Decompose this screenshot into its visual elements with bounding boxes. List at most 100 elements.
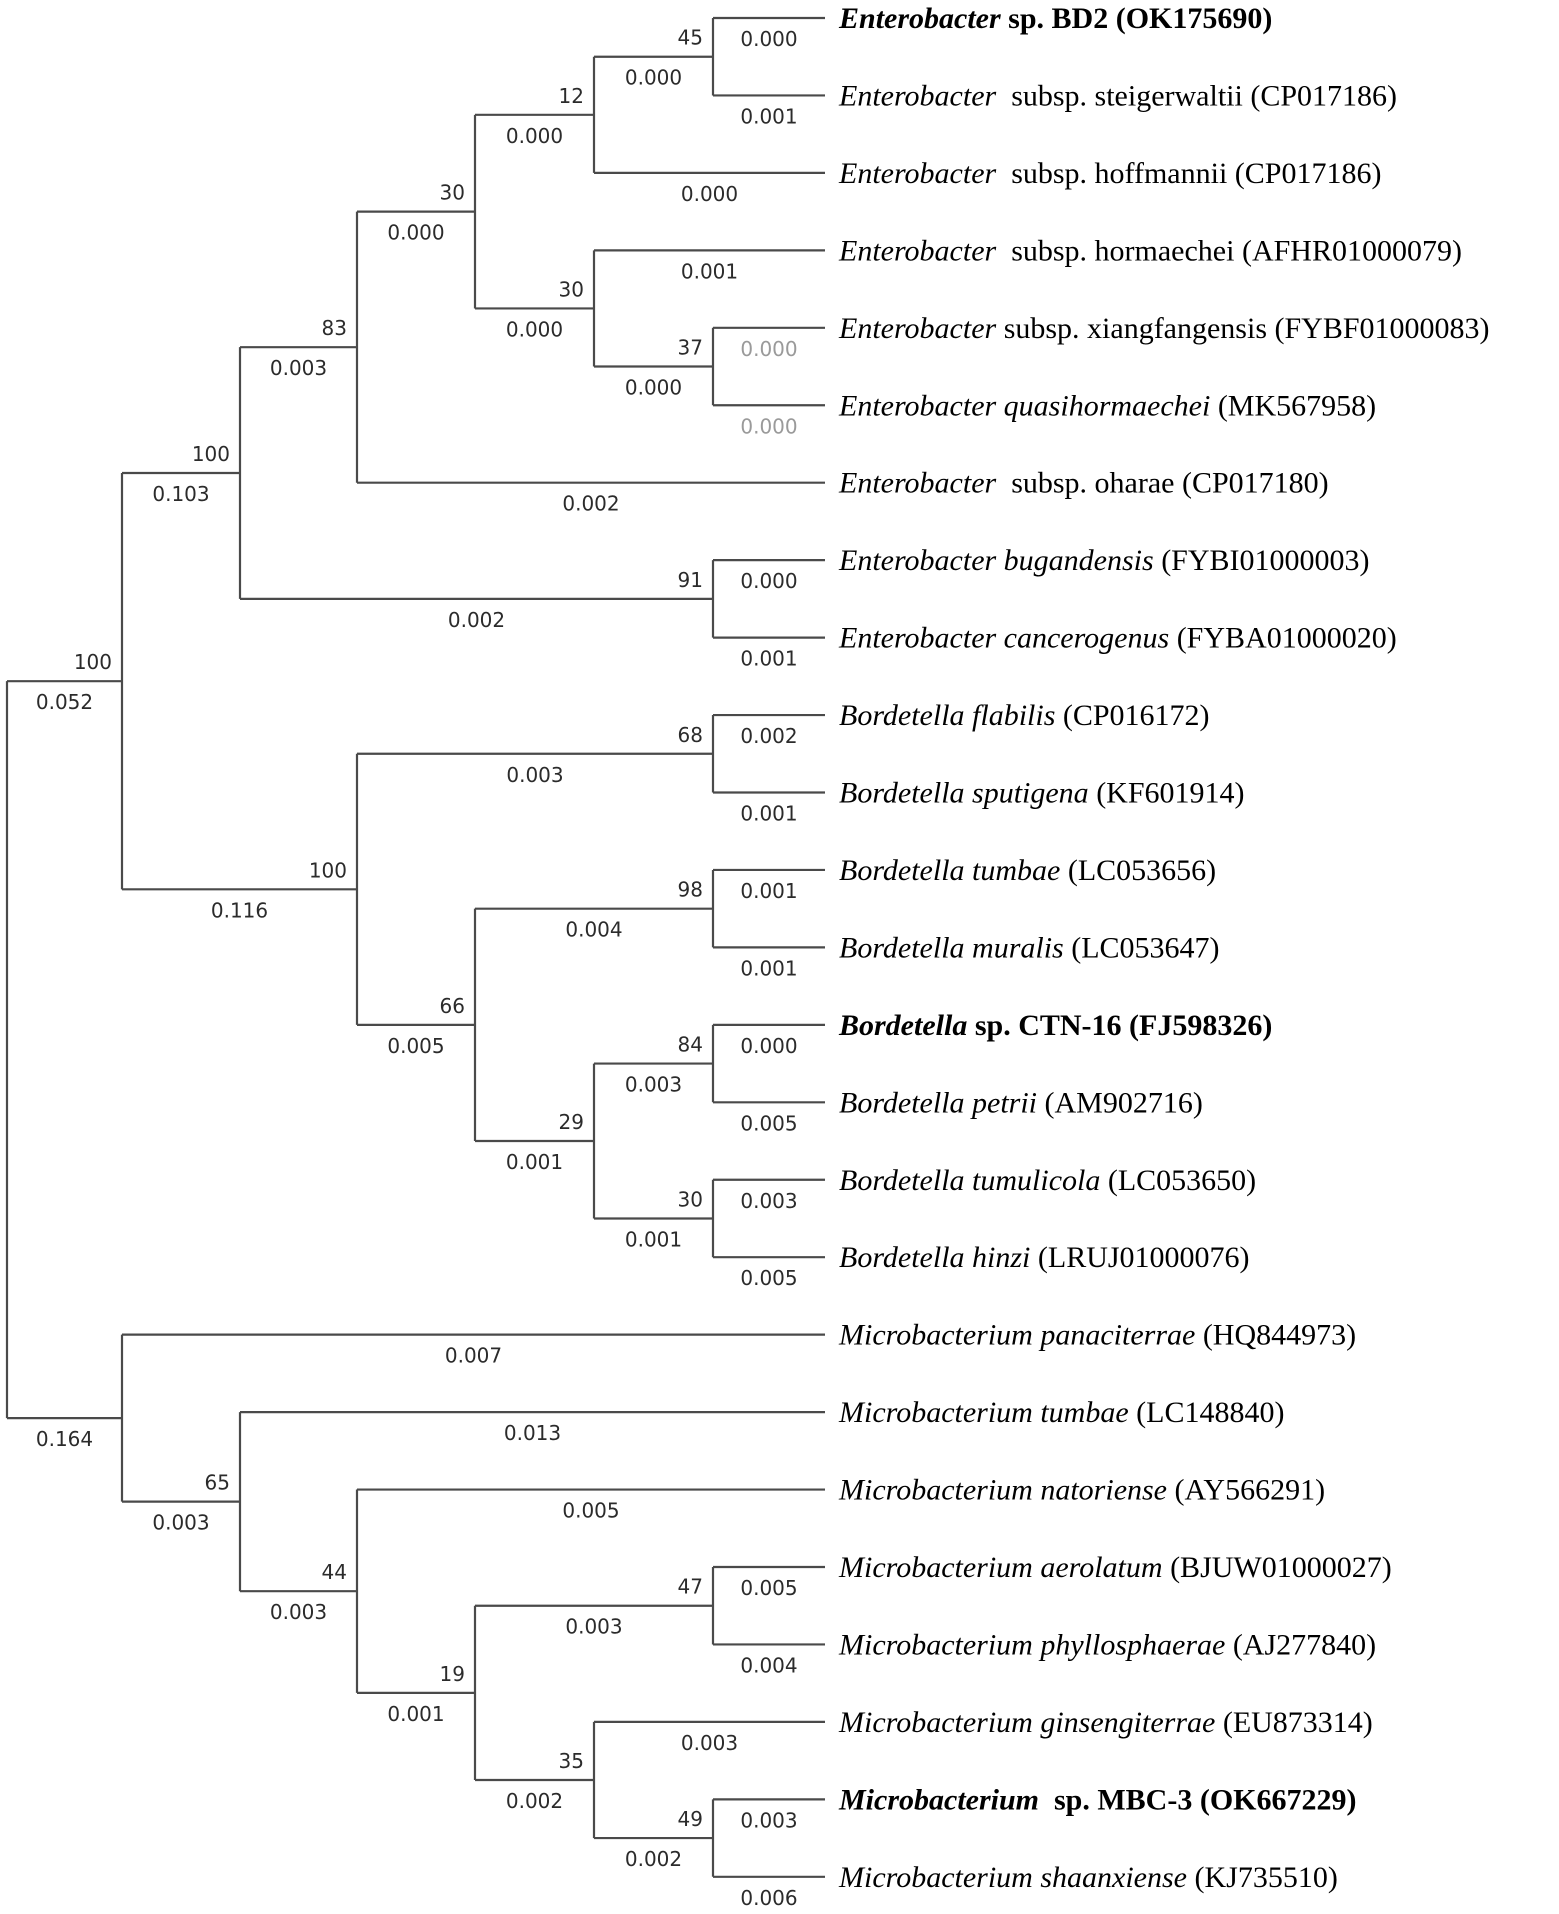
taxon-accession: (KJ735510) bbox=[1187, 1861, 1338, 1894]
branch-length-label: 0.003 bbox=[740, 1808, 797, 1832]
taxon-accession: subsp. oharae (CP017180) bbox=[996, 467, 1328, 500]
taxon-label-bordetella-sp-ctn-16-fj598326: Bordetella sp. CTN-16 (FJ598326) bbox=[838, 1009, 1272, 1042]
branch-length-label: 0.001 bbox=[740, 956, 797, 980]
taxon-label-microbacterium-aerolatum-bjuw01000027: Microbacterium aerolatum (BJUW01000027) bbox=[838, 1551, 1392, 1584]
bootstrap-label: 37 bbox=[678, 336, 703, 360]
taxon-accession: (MK567958) bbox=[1210, 389, 1376, 422]
taxon-genus: Enterobacter bbox=[838, 157, 997, 190]
taxon-genus: Bordetella petrii bbox=[839, 1086, 1037, 1119]
taxon-label-enterobacter-sp-bd2-ok175690: Enterobacter sp. BD2 (OK175690) bbox=[838, 2, 1272, 35]
branch-length-label: 0.001 bbox=[387, 1702, 444, 1726]
branch-length-label: 0.001 bbox=[740, 104, 797, 128]
taxon-accession: (BJUW01000027) bbox=[1163, 1551, 1392, 1584]
branch-length-label: 0.000 bbox=[740, 414, 797, 438]
branch-length-label: 0.103 bbox=[152, 482, 209, 506]
taxon-label-bordetella-flabilis-cp016172: Bordetella flabilis (CP016172) bbox=[839, 699, 1210, 732]
taxon-label-bordetella-hinzi-lruj01000076: Bordetella hinzi (LRUJ01000076) bbox=[839, 1241, 1250, 1274]
branch-length-label: 0.007 bbox=[445, 1344, 502, 1368]
taxon-genus: Microbacterium shaanxiense bbox=[838, 1861, 1187, 1894]
branch-length-label: 0.003 bbox=[625, 1073, 682, 1097]
taxon-genus: Enterobacter bbox=[838, 79, 997, 112]
taxon-accession: subsp. xiangfangensis (FYBF01000083) bbox=[996, 312, 1489, 345]
branch-length-label: 0.000 bbox=[740, 337, 797, 361]
branch-length-label: 0.000 bbox=[625, 376, 682, 400]
bootstrap-label: 65 bbox=[205, 1471, 230, 1495]
branch-length-label: 0.000 bbox=[387, 221, 444, 245]
bootstrap-label: 100 bbox=[74, 650, 112, 674]
taxon-label-enterobacter-subsp-oharae-cp017180: Enterobacter subsp. oharae (CP017180) bbox=[838, 467, 1329, 500]
branch-length-label: 0.003 bbox=[681, 1731, 738, 1755]
bootstrap-label: 47 bbox=[678, 1575, 703, 1599]
taxon-genus: Microbacterium ginsengiterrae bbox=[838, 1706, 1215, 1739]
bootstrap-label: 30 bbox=[440, 181, 465, 205]
taxon-label-bordetella-muralis-lc053647: Bordetella muralis (LC053647) bbox=[839, 931, 1220, 964]
taxon-genus: Microbacterium aerolatum bbox=[838, 1551, 1163, 1584]
branch-length-label: 0.002 bbox=[562, 492, 619, 516]
branch-length-label: 0.002 bbox=[625, 1847, 682, 1871]
bootstrap-label: 98 bbox=[678, 878, 703, 902]
taxon-accession: subsp. hoffmannii (CP017186) bbox=[996, 157, 1381, 190]
branch-length-label: 0.001 bbox=[740, 647, 797, 671]
branch-length-label: 0.005 bbox=[740, 1576, 797, 1600]
branch-length-label: 0.001 bbox=[740, 802, 797, 826]
bootstrap-label: 30 bbox=[559, 277, 584, 301]
taxon-label-enterobacter-subsp-hormaechei-afhr01000079: Enterobacter subsp. hormaechei (AFHR0100… bbox=[838, 234, 1462, 267]
branch-length-label: 0.004 bbox=[740, 1653, 797, 1677]
taxon-label-microbacterium-panaciterrae-hq844973: Microbacterium panaciterrae (HQ844973) bbox=[838, 1319, 1356, 1352]
taxon-accession: (LC148840) bbox=[1129, 1396, 1285, 1429]
bootstrap-label: 66 bbox=[440, 994, 465, 1018]
branch-length-label: 0.003 bbox=[506, 763, 563, 787]
branch-length-label: 0.000 bbox=[740, 1034, 797, 1058]
taxon-label-enterobacter-subsp-steigerwaltii-cp017186: Enterobacter subsp. steigerwaltii (CP017… bbox=[838, 79, 1397, 112]
taxon-accession: (LC053647) bbox=[1064, 931, 1220, 964]
taxon-accession: (AJ277840) bbox=[1225, 1628, 1376, 1661]
branch-length-label: 0.164 bbox=[36, 1427, 93, 1451]
taxon-label-microbacterium-phyllosphaerae-aj277840: Microbacterium phyllosphaerae (AJ277840) bbox=[838, 1628, 1376, 1661]
taxon-accession: (LRUJ01000076) bbox=[1030, 1241, 1249, 1274]
taxon-label-bordetella-sputigena-kf601914: Bordetella sputigena (KF601914) bbox=[839, 777, 1245, 810]
branch-length-label: 0.001 bbox=[506, 1150, 563, 1174]
taxon-label-microbacterium-natoriense-ay566291: Microbacterium natoriense (AY566291) bbox=[838, 1474, 1325, 1507]
bootstrap-label: 12 bbox=[559, 84, 584, 108]
taxon-accession: subsp. steigerwaltii (CP017186) bbox=[996, 79, 1397, 112]
taxon-genus: Microbacterium natoriense bbox=[838, 1474, 1167, 1507]
bootstrap-label: 83 bbox=[322, 316, 347, 340]
taxon-genus: Enterobacter bbox=[838, 2, 1001, 35]
branch-length-label: 0.004 bbox=[565, 918, 622, 942]
taxon-label-enterobacter-subsp-hoffmannii-cp017186: Enterobacter subsp. hoffmannii (CP017186… bbox=[838, 157, 1381, 190]
taxon-genus: Enterobacter cancerogenus bbox=[838, 622, 1169, 655]
taxon-genus: Bordetella muralis bbox=[839, 931, 1064, 964]
taxon-genus: Bordetella tumulicola bbox=[839, 1164, 1100, 1197]
taxon-label-microbacterium-ginsengiterrae-eu873314: Microbacterium ginsengiterrae (EU873314) bbox=[838, 1706, 1373, 1739]
taxon-genus: Enterobacter bugandensis bbox=[838, 544, 1154, 577]
taxon-label-enterobacter-cancerogenus-fyba01000020: Enterobacter cancerogenus (FYBA01000020) bbox=[838, 622, 1397, 655]
branch-length-label: 0.003 bbox=[565, 1615, 622, 1639]
taxon-accession: (FYBA01000020) bbox=[1169, 622, 1397, 655]
bootstrap-label: 84 bbox=[678, 1033, 703, 1057]
bootstrap-label: 91 bbox=[678, 568, 703, 592]
taxon-genus: Enterobacter bbox=[838, 234, 997, 267]
taxon-genus: Microbacterium panaciterrae bbox=[838, 1319, 1195, 1352]
taxon-genus: Bordetella sputigena bbox=[839, 777, 1089, 810]
branch-length-label: 0.002 bbox=[506, 1789, 563, 1813]
branch-length-label: 0.013 bbox=[504, 1421, 561, 1445]
branch-length-label: 0.116 bbox=[211, 898, 268, 922]
bootstrap-label: 68 bbox=[678, 723, 703, 747]
bootstrap-label: 29 bbox=[559, 1110, 584, 1134]
branch-length-label: 0.001 bbox=[681, 259, 738, 283]
tree-labels: 0.0521000.1031000.003830.000300.000120.0… bbox=[36, 2, 1490, 1910]
branch-length-label: 0.001 bbox=[625, 1227, 682, 1251]
taxon-accession: (AM902716) bbox=[1037, 1086, 1203, 1119]
taxon-accession: (HQ844973) bbox=[1195, 1319, 1356, 1352]
branch-length-label: 0.005 bbox=[387, 1034, 444, 1058]
taxon-accession: (AY566291) bbox=[1167, 1474, 1325, 1507]
bootstrap-label: 100 bbox=[309, 858, 347, 882]
branch-length-label: 0.000 bbox=[506, 124, 563, 148]
taxon-genus: Microbacterium tumbae bbox=[838, 1396, 1129, 1429]
taxon-genus: Bordetella flabilis bbox=[839, 699, 1055, 732]
bootstrap-label: 44 bbox=[322, 1560, 347, 1584]
bootstrap-label: 19 bbox=[440, 1662, 465, 1686]
branch-length-label: 0.003 bbox=[270, 356, 327, 380]
branch-length-label: 0.000 bbox=[506, 317, 563, 341]
